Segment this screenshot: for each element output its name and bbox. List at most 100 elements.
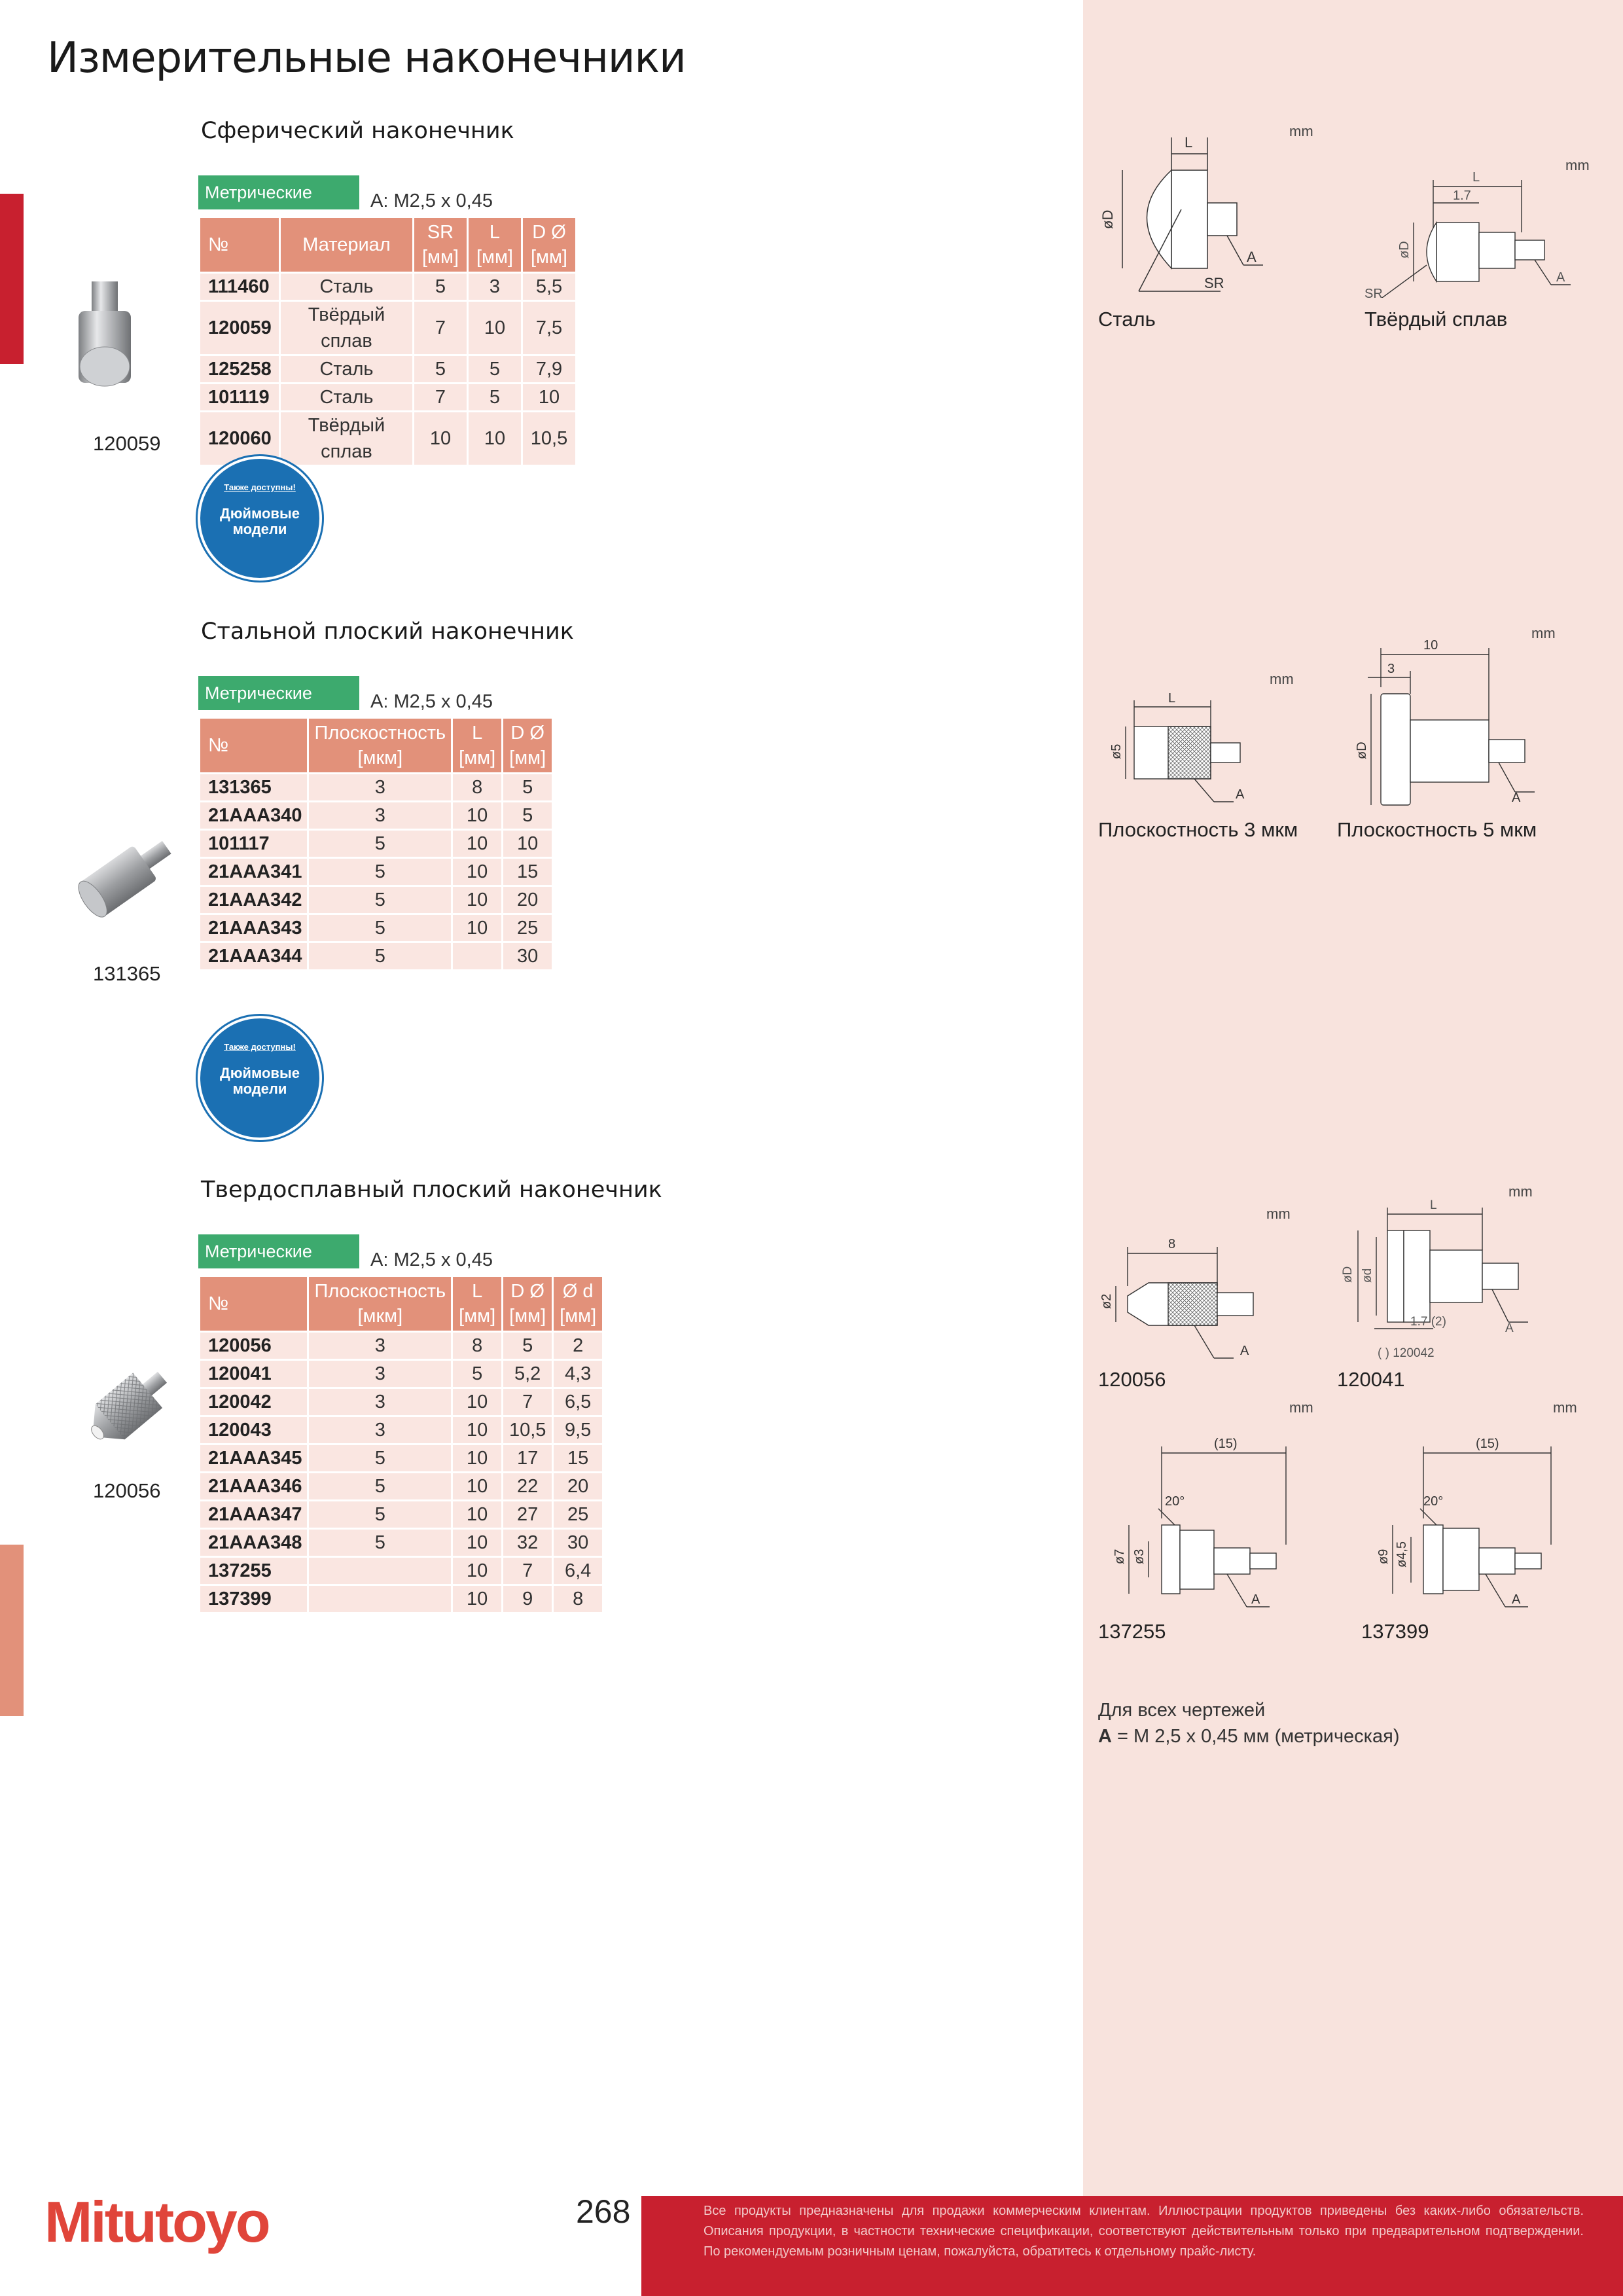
product-photo-carbide-flat: [91, 1371, 168, 1440]
product-caption: 131365: [93, 962, 161, 985]
drawing-caption: 137255: [1098, 1620, 1166, 1643]
cell: 25: [554, 1501, 603, 1528]
dim-label: 3: [1387, 662, 1395, 676]
cell: 10: [453, 802, 502, 829]
cell: 120041: [200, 1361, 308, 1387]
cell: 7: [414, 384, 467, 410]
cell: 8: [453, 774, 502, 800]
cell: 32: [503, 1530, 552, 1556]
cell: 5: [309, 831, 452, 857]
cell: 10: [453, 1530, 502, 1556]
cell: 125258: [200, 356, 279, 382]
dim-label: ø2: [1099, 1294, 1114, 1309]
cell: 10: [453, 859, 502, 885]
inch-models-badge[interactable]: Также доступны! Дюймовые модели: [200, 459, 319, 578]
metric-badge: Метрические: [198, 175, 359, 209]
cell: 5: [414, 356, 467, 382]
col-header: L[мм]: [453, 1277, 502, 1331]
section-title: Сферический наконечник: [201, 118, 514, 144]
cell: 30: [503, 943, 552, 969]
col-header: D Ø[мм]: [523, 218, 575, 272]
dim-label: A: [1512, 1592, 1521, 1607]
cell: 5: [453, 1361, 502, 1387]
dim-label: 20°: [1423, 1494, 1443, 1509]
cell: 120042: [200, 1389, 308, 1415]
badge-small-text: Также доступны!: [224, 482, 296, 492]
cell: 7: [414, 302, 467, 354]
cell: 20: [503, 887, 552, 913]
unit-label: mm: [1531, 625, 1556, 641]
metric-badge: Метрические: [198, 1234, 359, 1268]
drawing-caption: 120056: [1098, 1368, 1166, 1391]
cell: 5: [309, 1501, 452, 1528]
note-a-label: A: [1098, 1726, 1112, 1747]
dim-label: 8: [1168, 1237, 1175, 1251]
cell: 3: [309, 1333, 452, 1359]
unit-label: mm: [1270, 671, 1294, 687]
dim-label: SR: [1364, 287, 1383, 298]
dim-label: 1.7: [1453, 188, 1471, 203]
cell: 21AAA343: [200, 915, 308, 941]
side-panel: [1083, 0, 1623, 2296]
cell: 22: [503, 1473, 552, 1499]
dim-label: ø3: [1132, 1549, 1147, 1564]
cell: Сталь: [281, 356, 412, 382]
cell: 10: [469, 302, 521, 354]
cell: 5: [309, 887, 452, 913]
cell: 10: [453, 1417, 502, 1443]
accent-bar-bottom: [0, 1545, 24, 1716]
dim-label: ø7: [1113, 1549, 1127, 1564]
drawing-137399: (15) 20° ø9 ø4,5 A: [1376, 1437, 1552, 1607]
cell: 10: [453, 1473, 502, 1499]
col-header: Плоскостность[мкм]: [309, 719, 452, 772]
cell: 10: [453, 1558, 502, 1584]
dim-label: ø5: [1109, 744, 1124, 759]
cell: 5: [469, 384, 521, 410]
inch-models-badge[interactable]: Также доступны! Дюймовые модели: [200, 1018, 319, 1138]
product-caption: 120056: [93, 1479, 161, 1502]
dim-label: øD: [1397, 241, 1412, 259]
note-line-2: A = M 2,5 x 0,45 мм (метрическая): [1098, 1723, 1400, 1749]
dim-label: ø9: [1376, 1549, 1391, 1564]
cell: 5: [414, 274, 467, 300]
cell: 10: [453, 831, 502, 857]
badge-big-text: Дюймовые модели: [220, 1065, 300, 1097]
col-header: №: [200, 1277, 308, 1331]
dim-label: A: [1236, 787, 1245, 802]
cell: 21AAA344: [200, 943, 308, 969]
cell: 120043: [200, 1417, 308, 1443]
cell: 101117: [200, 831, 308, 857]
cell: 10: [503, 831, 552, 857]
col-header: Плоскостность[мкм]: [309, 1277, 452, 1331]
cell: [453, 943, 502, 969]
cell: 3: [469, 274, 521, 300]
page-number: 268: [576, 2193, 631, 2230]
cell: 101119: [200, 384, 279, 410]
cell: 2: [554, 1333, 603, 1359]
drawing-caption: Твёрдый сплав: [1364, 308, 1508, 331]
dim-label: L: [1430, 1198, 1437, 1212]
cell: 10: [453, 1501, 502, 1528]
table-header-row: № Плоскостность[мкм] L[мм] D Ø[мм]: [200, 719, 552, 772]
cell: 137399: [200, 1586, 308, 1612]
drawing-flat-5um: 10 3 øD A: [1355, 638, 1535, 806]
cell: 5: [309, 943, 452, 969]
dim-label: A: [1251, 1592, 1260, 1607]
cell: 3: [309, 1361, 452, 1387]
drawing-137255: (15) 20° ø7 ø3 A: [1113, 1437, 1287, 1607]
cell: [309, 1558, 452, 1584]
cell: 6,4: [554, 1558, 603, 1584]
cell: 3: [309, 1417, 452, 1443]
cell: 7: [503, 1558, 552, 1584]
